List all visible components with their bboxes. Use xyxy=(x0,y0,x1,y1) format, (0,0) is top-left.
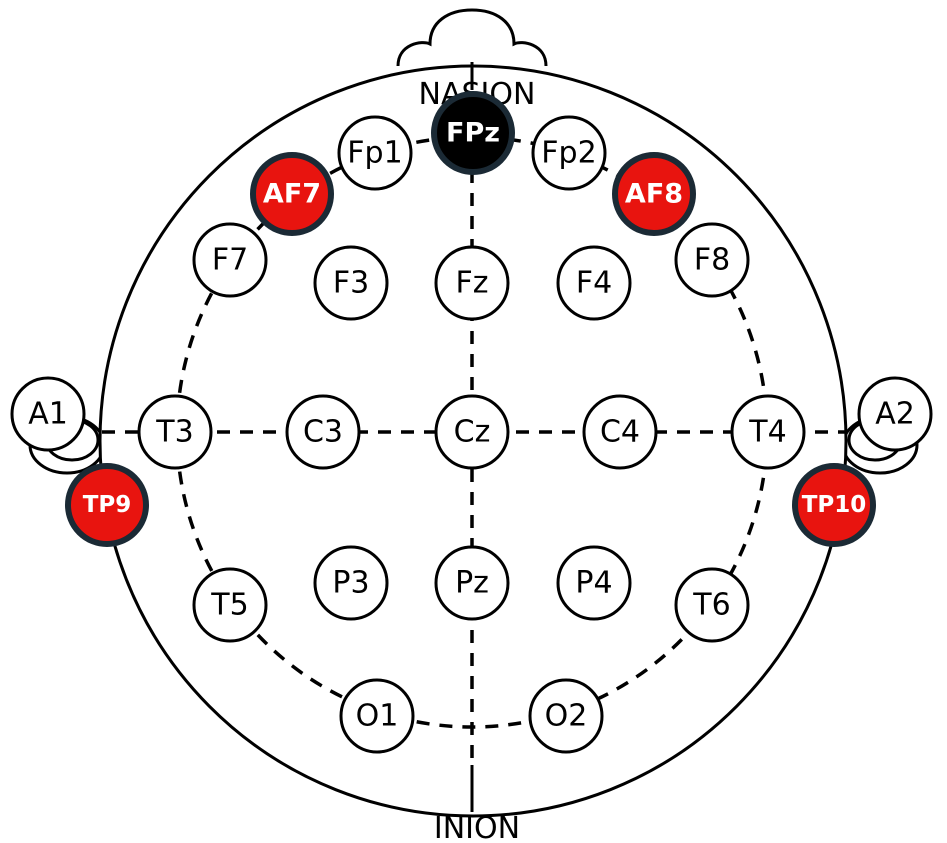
electrode-t6-label: T6 xyxy=(692,588,730,623)
electrode-fp2-label: Fp2 xyxy=(541,136,596,171)
electrode-f4: F4 xyxy=(556,245,632,321)
electrode-f3-label: F3 xyxy=(333,266,369,301)
electrode-c4-label: C4 xyxy=(600,415,640,450)
electrode-fz-label: Fz xyxy=(455,266,488,301)
electrode-c3: C3 xyxy=(285,394,361,470)
electrode-fp1: Fp1 xyxy=(337,115,413,191)
electrode-t5-label: T5 xyxy=(210,588,248,623)
electrode-f4-label: F4 xyxy=(576,266,612,301)
electrode-tp9-label: TP9 xyxy=(83,492,132,518)
electrode-p4-label: P4 xyxy=(575,566,612,601)
electrode-t6: T6 xyxy=(674,567,750,643)
electrode-fz: Fz xyxy=(434,245,510,321)
electrode-pz-label: Pz xyxy=(455,566,489,601)
electrode-tp9: TP9 xyxy=(65,463,149,547)
electrode-p3: P3 xyxy=(313,545,389,621)
electrode-c4: C4 xyxy=(582,394,658,470)
electrode-cz: Cz xyxy=(434,394,510,470)
electrode-fp2: Fp2 xyxy=(531,115,607,191)
electrode-p4: P4 xyxy=(556,545,632,621)
electrode-af7: AF7 xyxy=(250,152,334,236)
electrode-t3-label: T3 xyxy=(155,415,193,450)
electrode-af8-label: AF8 xyxy=(625,179,683,210)
electrode-t3: T3 xyxy=(137,394,213,470)
electrode-fpz-label: FPz xyxy=(446,118,500,149)
electrode-f7: F7 xyxy=(192,222,268,298)
electrode-t4: T4 xyxy=(730,394,806,470)
electrode-fp1-label: Fp1 xyxy=(347,136,402,171)
nose-outline xyxy=(396,8,548,67)
electrode-af7-label: AF7 xyxy=(263,179,321,210)
electrode-tp10-label: TP10 xyxy=(802,492,867,518)
electrode-t5: T5 xyxy=(192,567,268,643)
electrode-t4-label: T4 xyxy=(748,415,786,450)
electrode-a2: A2 xyxy=(857,376,933,452)
electrode-p3-label: P3 xyxy=(332,566,369,601)
electrode-f3: F3 xyxy=(313,245,389,321)
electrode-c3-label: C3 xyxy=(303,415,343,450)
electrode-o1: O1 xyxy=(339,678,415,754)
electrode-f7-label: F7 xyxy=(212,243,248,278)
electrode-tp10: TP10 xyxy=(792,463,876,547)
electrode-a2-label: A2 xyxy=(875,397,915,432)
electrode-cz-label: Cz xyxy=(454,415,491,450)
electrode-o2: O2 xyxy=(528,678,604,754)
electrode-o1-label: O1 xyxy=(356,699,399,734)
electrode-f8: F8 xyxy=(674,222,750,298)
electrode-fpz: FPz xyxy=(431,91,515,175)
inion-label: INION xyxy=(434,811,520,843)
electrode-f8-label: F8 xyxy=(694,243,730,278)
electrode-af8: AF8 xyxy=(612,152,696,236)
electrode-a1-label: A1 xyxy=(28,397,68,432)
electrode-a1: A1 xyxy=(10,376,86,452)
electrode-o2-label: O2 xyxy=(545,699,588,734)
electrode-pz: Pz xyxy=(434,545,510,621)
